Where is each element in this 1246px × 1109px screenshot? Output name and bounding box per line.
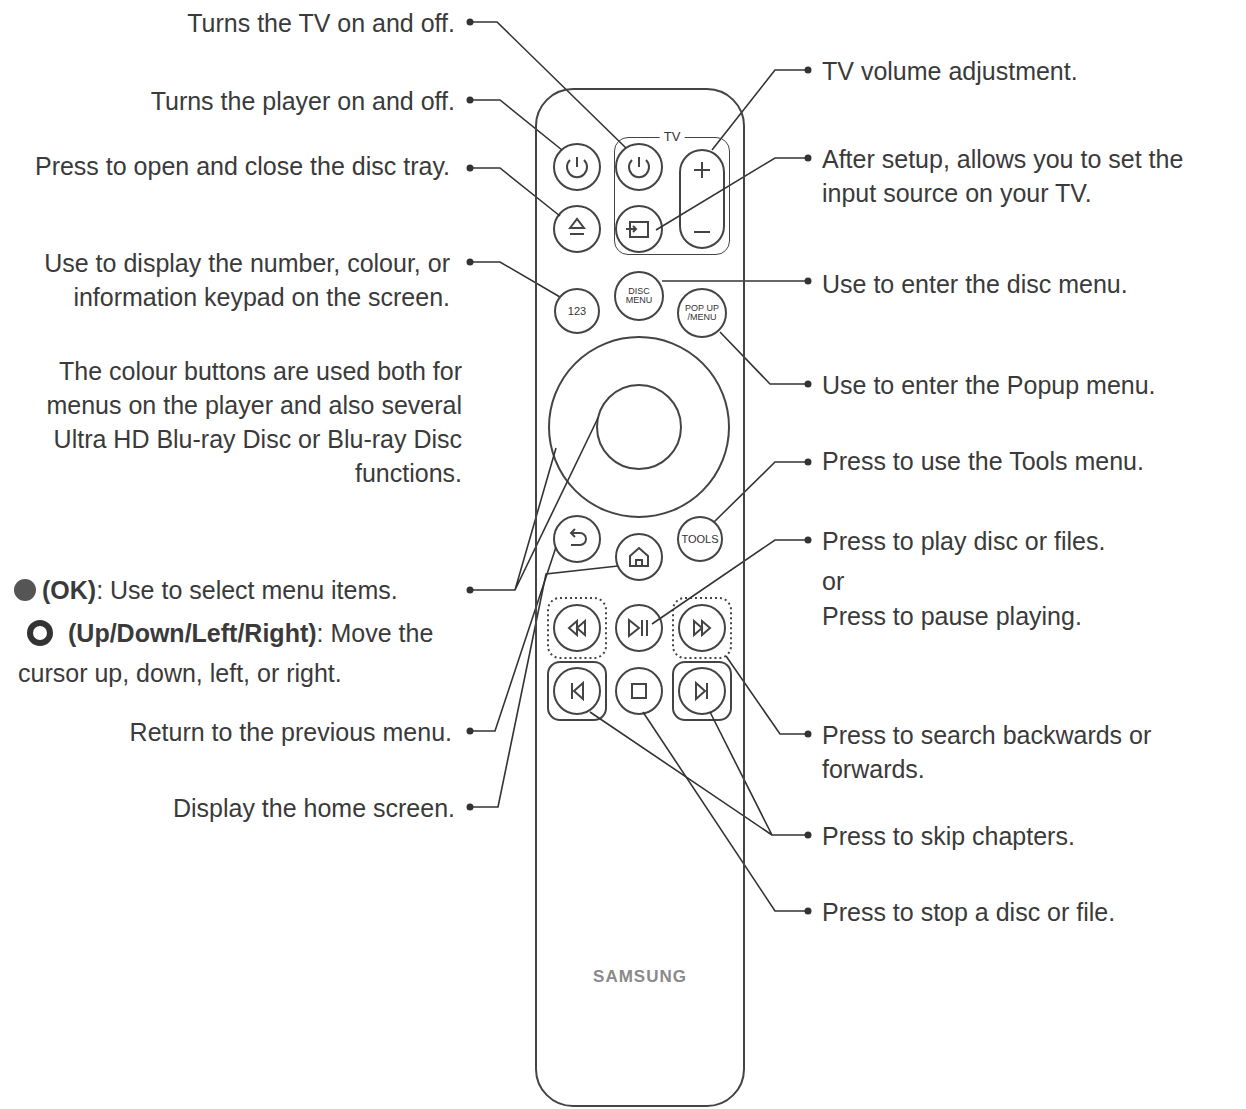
play-pause-button xyxy=(616,605,662,651)
skip-frame xyxy=(673,662,731,720)
remote-button: DISC MENU xyxy=(614,271,664,321)
callout-text: or xyxy=(822,564,844,598)
power-button xyxy=(554,144,600,190)
callout-text: Turns the player on and off. xyxy=(151,84,455,118)
arrow-description: (Up/Down/Left/Right): Move the cursor up… xyxy=(18,613,468,693)
button-name: (Up/Down/Left/Right) xyxy=(68,619,317,647)
remote-button: 123 xyxy=(554,288,600,334)
back-icon xyxy=(571,529,586,545)
dotted-frame xyxy=(673,598,731,658)
callout-text: Turns the TV on and off. xyxy=(187,6,455,40)
home-icon xyxy=(630,548,648,566)
button-text: 123 xyxy=(568,306,586,317)
callout-text: TV volume adjustment. xyxy=(822,54,1078,88)
input-button xyxy=(616,206,662,252)
callout-text: Press to play disc or files. xyxy=(822,524,1105,558)
input-icon xyxy=(626,222,648,237)
callout-text: Press to stop a disc or file. xyxy=(822,895,1115,929)
callout-text: Press to skip chapters. xyxy=(822,819,1075,853)
callout-text: Press to pause playing. xyxy=(822,599,1082,633)
dotted-frame xyxy=(548,598,606,658)
button-name: (OK) xyxy=(42,576,96,604)
callout-text: Press to search backwards or forwards. xyxy=(822,718,1212,786)
power-icon xyxy=(629,157,649,177)
fast-forward-button xyxy=(679,605,725,651)
tv-button-group: TV xyxy=(614,137,730,255)
fast-forward-icon xyxy=(694,621,710,635)
callout-text: Press to use the Tools menu. xyxy=(822,444,1144,478)
skip-back-icon xyxy=(572,683,583,699)
callout-text: : Use to select menu items. xyxy=(96,576,398,604)
callout-text: Display the home screen. xyxy=(173,791,455,825)
back-button xyxy=(554,516,600,562)
callout-text: The colour buttons are used both for men… xyxy=(22,354,462,490)
rewind-icon xyxy=(569,621,585,635)
skip-back-button xyxy=(554,668,600,714)
callout-text: Use to enter the disc menu. xyxy=(822,267,1128,301)
skip-forward-icon xyxy=(696,683,707,699)
remote-button: POP UP /MENU xyxy=(677,288,727,338)
callout-text: Press to open and close the disc tray. xyxy=(30,149,450,183)
callout-text: Use to enter the Popup menu. xyxy=(822,368,1156,402)
button-text: POP UP /MENU xyxy=(679,304,725,322)
play-pause-icon xyxy=(629,620,647,636)
ok-description: (OK): Use to select menu items. xyxy=(42,570,462,610)
nav-ring xyxy=(549,337,729,517)
ring-symbol xyxy=(30,623,50,643)
rewind-button xyxy=(554,605,600,651)
stop-button xyxy=(616,668,662,714)
power-icon xyxy=(567,157,587,177)
remote-body: SAMSUNG TV 123 DISC MENU POP UP /MENU TOOLS xyxy=(535,88,745,1107)
leader-dots xyxy=(467,19,812,915)
remote-button: TOOLS xyxy=(677,516,723,562)
callout-text: Use to display the number, colour, or in… xyxy=(10,246,450,314)
skip-frame xyxy=(548,662,606,720)
eject-button xyxy=(554,206,600,252)
ok-symbol xyxy=(14,579,36,601)
home-button xyxy=(616,534,662,580)
button-text: DISC MENU xyxy=(616,287,662,305)
ok-button xyxy=(597,385,681,469)
callout-text: After setup, allows you to set the input… xyxy=(822,142,1237,210)
brand-logo: SAMSUNG xyxy=(537,967,743,987)
button-text: TOOLS xyxy=(681,534,718,545)
group-title: TV xyxy=(660,129,685,145)
skip-forward-button xyxy=(679,668,725,714)
callout-text: Return to the previous menu. xyxy=(130,715,452,749)
eject-icon xyxy=(570,219,584,234)
stop-icon xyxy=(632,684,646,698)
leader-lines xyxy=(470,22,808,911)
tv-power-button xyxy=(616,144,662,190)
volume-icon xyxy=(694,162,710,232)
volume-rocker xyxy=(680,150,724,248)
